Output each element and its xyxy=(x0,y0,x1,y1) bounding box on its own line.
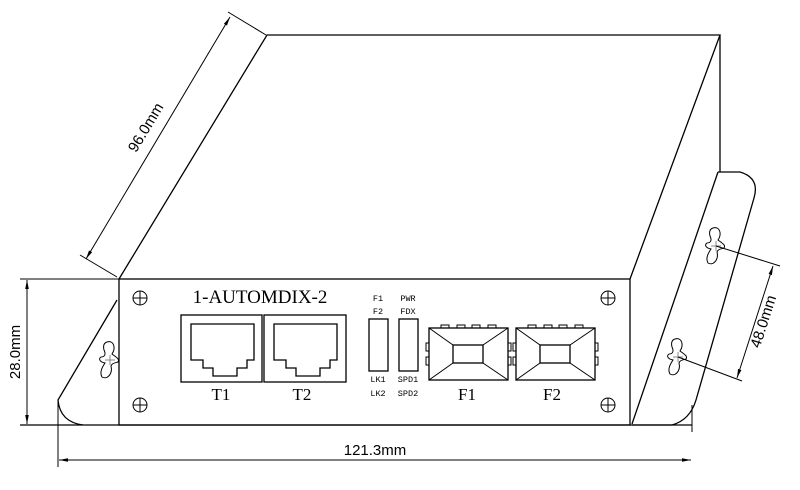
led-label: PWR xyxy=(400,294,415,304)
led-label: FDX xyxy=(400,307,415,317)
rj45-port-t2: T2 xyxy=(263,314,347,404)
height-dimension: 28.0mm xyxy=(7,278,119,424)
fiber-port-f2: F2 xyxy=(512,324,599,404)
led-label: LK2 xyxy=(370,389,385,399)
depth-label: 96.0mm xyxy=(125,100,167,155)
led-label: F2 xyxy=(373,307,383,317)
led-indicators: F1 F2 PWR FDX LK1 LK2 SPD1 SPD2 xyxy=(368,294,419,399)
led-column-1 xyxy=(368,318,389,372)
mount-spacing-label: 48.0mm xyxy=(747,293,780,350)
depth-dimension: 96.0mm xyxy=(79,11,267,278)
led-label: SPD1 xyxy=(398,375,418,385)
led-label: SPD2 xyxy=(398,389,418,399)
screw-icon xyxy=(132,397,148,413)
fiber-port-f1: F1 xyxy=(425,324,512,404)
led-label: LK1 xyxy=(370,375,385,385)
screw-icon xyxy=(600,290,616,306)
panel-title: 1-AUTOMDIX-2 xyxy=(193,287,328,308)
led-label: F1 xyxy=(373,294,383,304)
mounting-slot-icon xyxy=(99,341,120,379)
screw-icon xyxy=(600,397,616,413)
enclosure xyxy=(20,34,721,426)
mounting-slot-icon xyxy=(705,227,726,265)
screw-icon xyxy=(132,290,148,306)
port-label-f1: F1 xyxy=(458,385,476,404)
mounting-slot-icon xyxy=(667,338,688,376)
width-label: 121.3mm xyxy=(344,442,407,459)
right-mounting-bracket xyxy=(631,171,757,432)
width-dimension: 121.3mm xyxy=(57,400,691,467)
height-label: 28.0mm xyxy=(7,325,24,379)
led-column-2 xyxy=(398,318,419,372)
port-label-t2: T2 xyxy=(293,385,312,404)
port-label-f2: F2 xyxy=(543,385,561,404)
mount-spacing-dimension: 48.0mm xyxy=(677,245,780,382)
port-label-t1: T1 xyxy=(212,385,231,404)
top-face xyxy=(118,34,721,280)
rj45-port-t1: T1 xyxy=(180,314,263,404)
left-mounting-bracket xyxy=(57,299,120,426)
